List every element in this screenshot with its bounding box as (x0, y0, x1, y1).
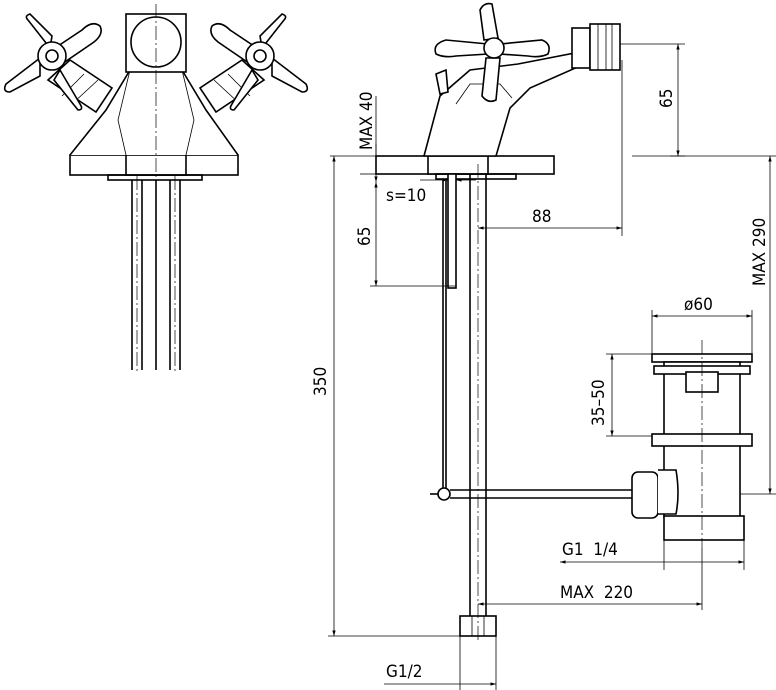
label-max-220: MAX 220 (560, 583, 633, 603)
label-g1-1-4: G1 1/4 (562, 540, 618, 560)
side-view (375, 2, 753, 640)
label-65-left: 65 (355, 227, 375, 246)
front-nut (107, 174, 203, 181)
side-lift-rod-top (435, 68, 449, 95)
label-max-290: MAX 290 (750, 218, 770, 286)
side-mount-base (427, 155, 489, 175)
label-35-50: 35–50 (589, 379, 609, 426)
front-left-cross-handle (3, 13, 102, 111)
side-body (422, 51, 581, 157)
label-s-10: s=10 (386, 186, 426, 206)
side-pivot-knob (631, 471, 659, 519)
label-350: 350 (311, 367, 331, 396)
front-right-neck (198, 58, 266, 114)
front-view (3, 4, 309, 372)
side-pop-up-linkage (430, 173, 659, 519)
label-max-40: MAX 40 (357, 92, 377, 150)
side-nut (435, 173, 517, 180)
dimension-lines (328, 43, 776, 690)
side-cross-handle (434, 2, 550, 103)
label-65-right: 65 (657, 89, 677, 108)
label-g1-2: G1/2 (386, 662, 422, 682)
label-88: 88 (532, 207, 551, 227)
label-phi-60: ø60 (684, 295, 713, 315)
front-supply-pipes (131, 176, 181, 372)
dimension-labels: MAX 40 s=10 65 88 65 MAX 290 ø60 35–50 3… (311, 89, 770, 682)
side-waste-assembly (651, 340, 753, 548)
front-right-cross-handle (210, 13, 309, 111)
side-spout-outlet (571, 23, 621, 71)
front-left-neck (46, 58, 114, 114)
